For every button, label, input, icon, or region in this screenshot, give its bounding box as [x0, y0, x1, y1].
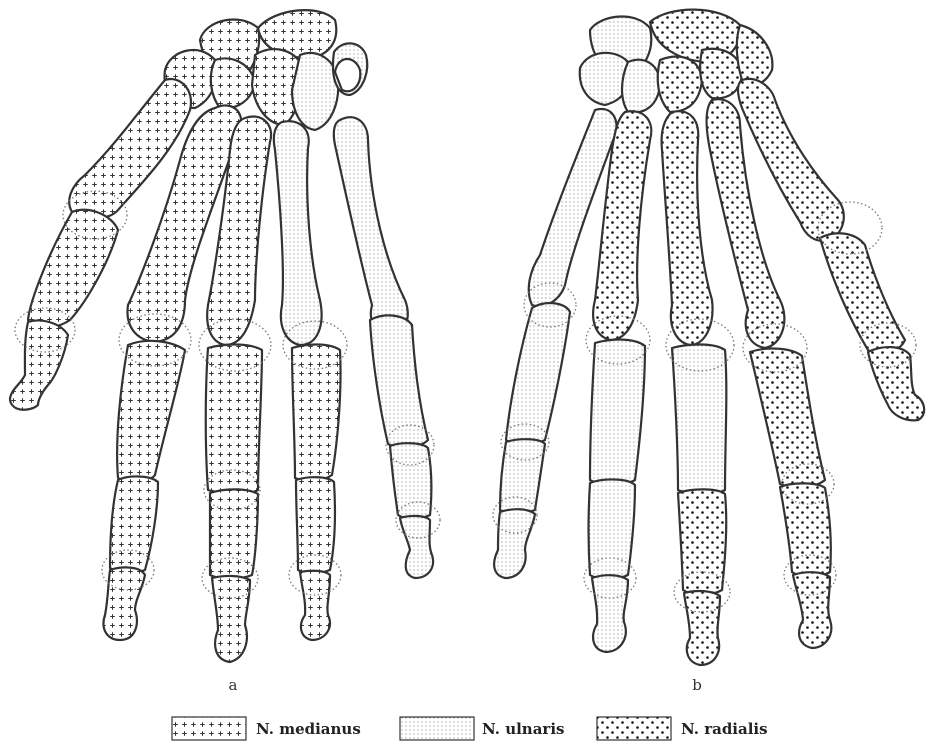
legend-label-ulnaris: N. ulnaris	[482, 720, 564, 738]
legend-swatch-medianus	[172, 717, 246, 740]
hand-a	[10, 10, 440, 662]
legend-swatch-ulnaris	[400, 717, 474, 740]
legend-item-medianus: N. medianus	[172, 717, 361, 740]
legend-item-ulnaris: N. ulnaris	[400, 717, 564, 740]
legend: N. medianus N. ulnaris N. radialis	[172, 717, 768, 740]
legend-item-radialis: N. radialis	[597, 717, 768, 740]
hand-a-little	[334, 117, 440, 578]
legend-swatch-radialis	[597, 717, 671, 740]
hand-a-carpals	[165, 10, 368, 130]
hand-a-ring	[274, 121, 347, 640]
panel-label-a: a	[229, 676, 238, 694]
legend-label-medianus: N. medianus	[256, 720, 361, 738]
legend-label-radialis: N. radialis	[681, 720, 768, 738]
hand-b	[493, 10, 924, 665]
panel-label-b: b	[692, 676, 702, 694]
